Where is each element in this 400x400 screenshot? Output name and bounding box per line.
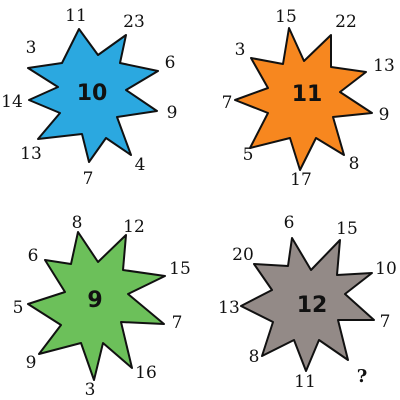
star-top-left: 10 11 23 6 9 4 7 13 14 3 [1,6,177,189]
star-number: 6 [165,53,176,73]
star-number: 22 [335,12,357,32]
star-number: 23 [123,12,145,32]
star-number: 15 [336,219,358,239]
star-shape [240,237,375,372]
star-number: 9 [379,105,390,125]
star-number: 8 [72,213,83,233]
question-mark: ? [357,366,368,387]
star-number: 8 [249,347,260,367]
star-number: 11 [65,6,87,26]
star-number: 3 [235,40,246,60]
star-number: 9 [26,353,37,373]
star-number: 14 [1,92,23,112]
center-number: 12 [297,293,328,318]
star-shape [27,231,166,381]
star-number: 20 [232,245,254,265]
star-number: 7 [222,93,233,113]
star-number: 6 [28,246,39,266]
star-bottom-right: 12 6 15 10 7 ? 11 8 13 20 [218,213,397,392]
center-number: 11 [292,82,323,107]
star-number: 6 [284,213,295,233]
star-top-right: 11 15 22 13 9 8 17 5 7 3 [222,7,395,190]
star-number: 3 [85,380,96,400]
star-number: 5 [243,145,254,165]
star-number: 3 [26,38,37,58]
star-number: 13 [218,298,240,318]
star-number: 12 [123,217,145,237]
star-number: 7 [172,313,183,333]
star-number: 4 [135,155,146,175]
star-number: 17 [290,170,312,190]
star-number: 10 [375,259,397,279]
star-number: 7 [83,169,94,189]
center-number: 9 [87,288,102,313]
star-number: 7 [380,312,391,332]
star-bottom-left: 9 8 12 15 7 16 3 9 5 6 [13,213,191,400]
star-number: 8 [349,154,360,174]
star-number: 16 [135,363,157,383]
star-number: 11 [294,372,316,392]
star-number: 13 [373,56,395,76]
star-number: 15 [169,259,191,279]
center-number: 10 [77,81,108,106]
star-shape [234,27,373,171]
star-number: 13 [20,144,42,164]
star-number: 9 [167,103,178,123]
star-number: 5 [13,298,24,318]
star-number: 15 [275,7,297,27]
star-shape [27,28,159,163]
